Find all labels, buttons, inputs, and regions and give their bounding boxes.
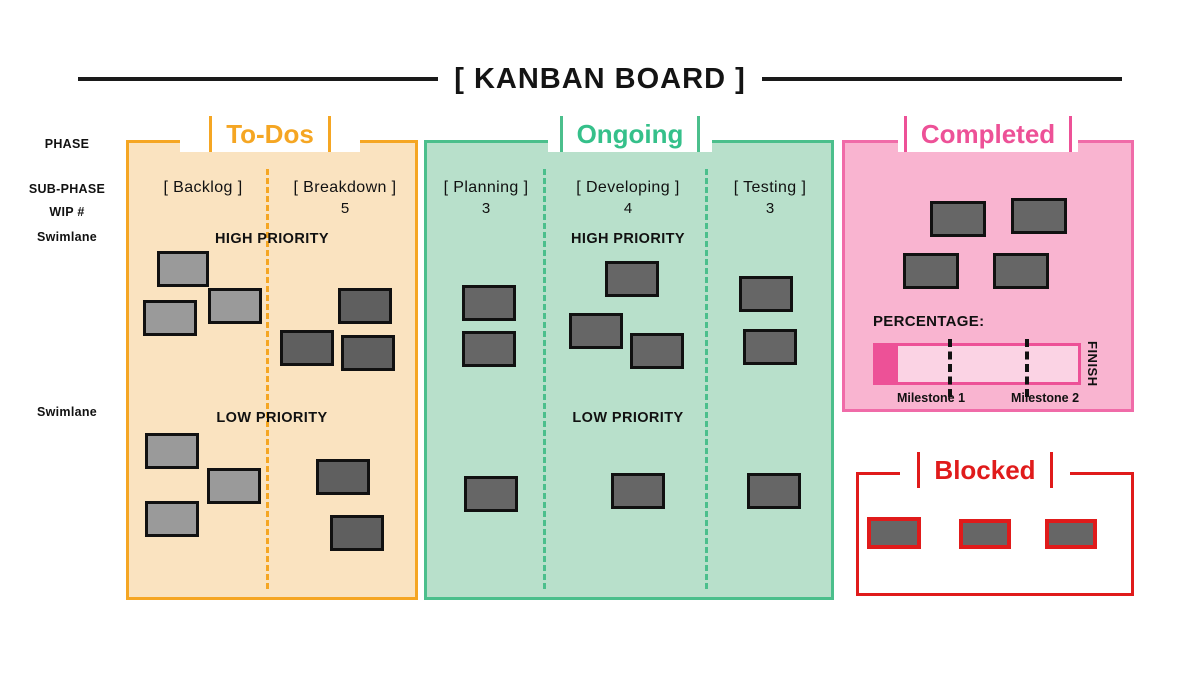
card[interactable] (464, 476, 518, 512)
phase-header-completed[interactable]: Completed (898, 116, 1078, 152)
phase-panel-ongoing[interactable]: [ Planning ] 3 [ Developing ] 4 [ Testin… (424, 140, 834, 600)
card[interactable] (316, 459, 370, 495)
board-title-row: [ KANBAN BOARD ] (0, 58, 1200, 100)
card[interactable] (1011, 198, 1067, 234)
lane-label-high-todos: HIGH PRIORITY (215, 231, 329, 247)
card[interactable] (1045, 519, 1097, 549)
phase-panel-blocked[interactable] (856, 472, 1134, 596)
card[interactable] (930, 201, 986, 237)
card[interactable] (207, 468, 261, 504)
card[interactable] (330, 515, 384, 551)
header-tick-right (1069, 116, 1073, 152)
card[interactable] (341, 335, 395, 371)
title-rule-right (761, 77, 1122, 81)
card[interactable] (993, 253, 1049, 289)
card[interactable] (569, 313, 623, 349)
gutter-label-phase: PHASE (44, 137, 90, 151)
lane-label-high-ongoing: HIGH PRIORITY (571, 231, 685, 247)
subphase-breakdown[interactable]: [ Breakdown ] 5 (293, 179, 397, 217)
gutter-label-swimlane-low: Swimlane (36, 405, 98, 419)
card[interactable] (611, 473, 665, 509)
card[interactable] (208, 288, 262, 324)
header-tick-left (559, 116, 563, 152)
column-separator-todos (266, 169, 269, 589)
phase-title-blocked: Blocked (934, 455, 1036, 485)
header-tick-left (903, 116, 907, 152)
card[interactable] (903, 253, 959, 289)
header-tick-left (917, 452, 921, 488)
phase-panel-todos[interactable]: [ Backlog ] [ Breakdown ] 5 HIGH PRIORIT… (126, 140, 418, 600)
subphase-developing[interactable]: [ Developing ] 4 (576, 179, 680, 217)
header-tick-right (327, 116, 331, 152)
milestone-label-1: Milestone 1 (896, 391, 966, 405)
card[interactable] (959, 519, 1011, 549)
page-title: [ KANBAN BOARD ] (454, 62, 746, 95)
card[interactable] (630, 333, 684, 369)
phase-title-todos: To-Dos (226, 119, 314, 149)
phase-title-completed: Completed (920, 119, 1056, 149)
milestone-label-2: Milestone 2 (1010, 391, 1080, 405)
card[interactable] (145, 501, 199, 537)
column-separator-ongoing-2 (705, 169, 708, 589)
milestone-marker-2 (1024, 339, 1029, 397)
finish-label: FINISH (1085, 341, 1100, 387)
header-tick-right (697, 116, 701, 152)
card[interactable] (143, 300, 197, 336)
gutter-label-sub-phase: SUB-PHASE (28, 182, 106, 196)
column-separator-ongoing-1 (543, 169, 546, 589)
phase-header-ongoing[interactable]: Ongoing (548, 116, 712, 152)
gutter-label-swimlane-high: Swimlane (36, 230, 98, 244)
progress-track (873, 343, 1081, 385)
card[interactable] (747, 473, 801, 509)
progress-bar[interactable] (873, 339, 1081, 397)
title-rule-left (78, 77, 439, 81)
phase-header-todos[interactable]: To-Dos (180, 116, 360, 152)
card[interactable] (280, 330, 334, 366)
phase-title-ongoing: Ongoing (576, 119, 684, 149)
card[interactable] (743, 329, 797, 365)
milestone-marker-1 (947, 339, 952, 397)
card[interactable] (157, 251, 209, 287)
card[interactable] (867, 517, 921, 549)
card[interactable] (462, 285, 516, 321)
card[interactable] (145, 433, 199, 469)
subphase-backlog[interactable]: [ Backlog ] (163, 179, 243, 196)
card[interactable] (739, 276, 793, 312)
phase-panel-completed[interactable]: PERCENTAGE: Milestone 1 Milestone 2 FINI… (842, 140, 1134, 412)
header-tick-right (1049, 452, 1053, 488)
card[interactable] (462, 331, 516, 367)
subphase-planning[interactable]: [ Planning ] 3 (443, 179, 529, 217)
header-tick-left (209, 116, 213, 152)
percentage-label: PERCENTAGE: (873, 313, 985, 330)
card[interactable] (338, 288, 392, 324)
phase-header-blocked[interactable]: Blocked (900, 452, 1070, 488)
lane-label-low-todos: LOW PRIORITY (216, 410, 328, 426)
lane-label-low-ongoing: LOW PRIORITY (572, 410, 684, 426)
progress-fill (873, 343, 898, 385)
subphase-testing[interactable]: [ Testing ] 3 (733, 179, 807, 217)
gutter-label-wip: WIP # (49, 205, 85, 219)
card[interactable] (605, 261, 659, 297)
